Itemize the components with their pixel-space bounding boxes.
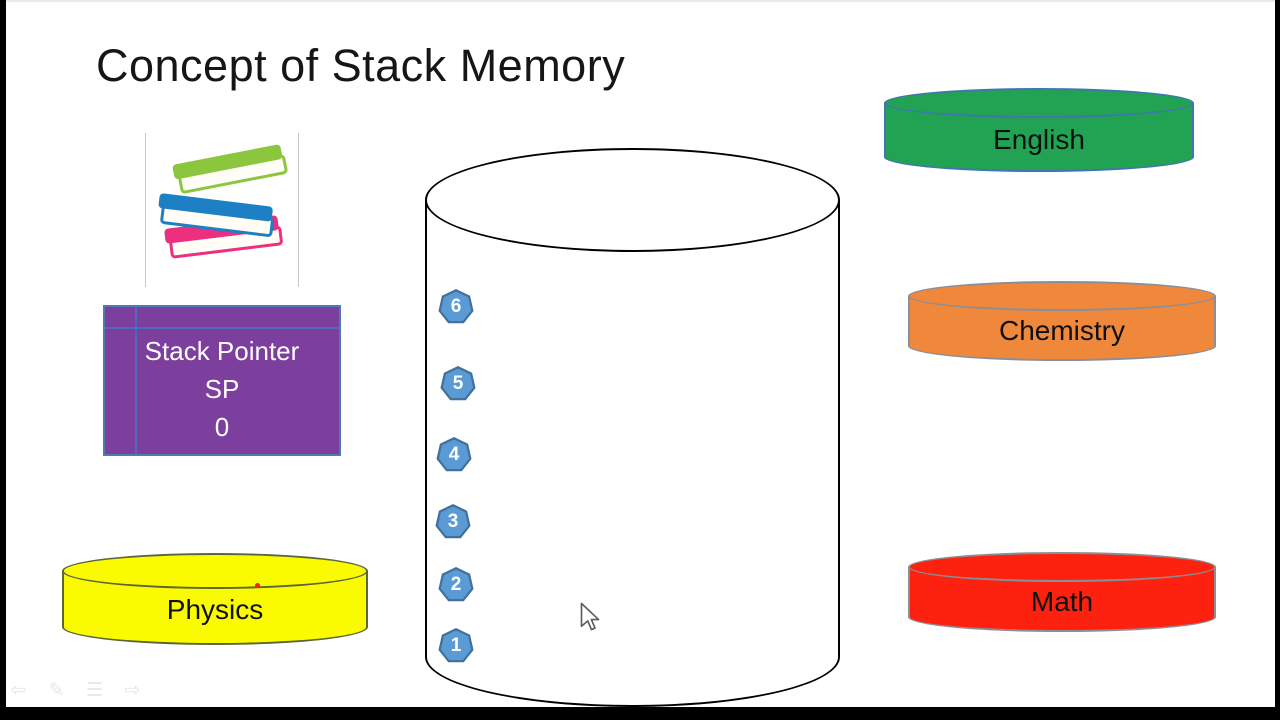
- disk-label: Physics: [166, 594, 264, 626]
- disk-chemistry: Chemistry: [908, 281, 1216, 361]
- pen-icon[interactable]: ✎: [48, 680, 65, 701]
- slot-badge-3: 3: [435, 504, 471, 539]
- stack-pointer-title: Stack Pointer: [144, 335, 300, 366]
- disk-math: Math: [908, 552, 1216, 632]
- slot-number: 5: [452, 373, 464, 394]
- letterbox-left: [0, 0, 6, 720]
- slot-number: 1: [450, 635, 462, 656]
- disk-label: Chemistry: [998, 314, 1125, 346]
- horizontal-guide-line: [105, 327, 339, 329]
- stack-pointer-register: SP: [204, 373, 240, 404]
- presenter-toolbar: ⇦ ✎ ☰ ⇨: [8, 680, 143, 702]
- stack-pointer-value: 0: [214, 411, 230, 442]
- slot-badge-6: 6: [438, 289, 474, 324]
- memory-cylinder-opening: [425, 148, 840, 252]
- books-stack-icon: [158, 144, 288, 259]
- slot-number: 6: [450, 296, 462, 317]
- mouse-cursor-icon: [577, 602, 601, 637]
- vertical-guide-line: [135, 307, 137, 454]
- disk-physics: Physics: [62, 553, 368, 645]
- slot-number: 2: [450, 574, 462, 595]
- disk-label: English: [993, 124, 1085, 156]
- next-slide-icon[interactable]: ⇨: [124, 680, 141, 701]
- slide-title: Concept of Stack Memory: [96, 40, 626, 91]
- disk-english: English: [884, 88, 1194, 172]
- red-i-dot-artifact: [255, 583, 260, 588]
- slot-badge-4: 4: [436, 437, 472, 472]
- books-clipart: [145, 133, 299, 287]
- stack-pointer-box: Stack Pointer SP 0: [103, 305, 341, 456]
- slot-badge-5: 5: [440, 366, 476, 401]
- previous-slide-icon[interactable]: ⇦: [10, 680, 27, 701]
- letterbox-right: [1275, 0, 1280, 720]
- disk-label: Math: [1030, 585, 1094, 617]
- slot-number: 4: [448, 444, 460, 465]
- disk-top-ellipse: [908, 552, 1216, 582]
- disk-top-ellipse: [62, 553, 368, 589]
- memory-cylinder: [425, 148, 840, 707]
- disk-top-ellipse: [908, 281, 1216, 311]
- slot-badge-1: 1: [438, 628, 474, 663]
- slot-number: 3: [447, 511, 459, 532]
- slot-badge-2: 2: [438, 567, 474, 602]
- slide-menu-icon[interactable]: ☰: [85, 680, 104, 701]
- top-edge-line: [0, 0, 1280, 2]
- disk-top-ellipse: [884, 88, 1194, 118]
- memory-cylinder-body: [425, 200, 840, 707]
- letterbox-bottom: [0, 707, 1280, 720]
